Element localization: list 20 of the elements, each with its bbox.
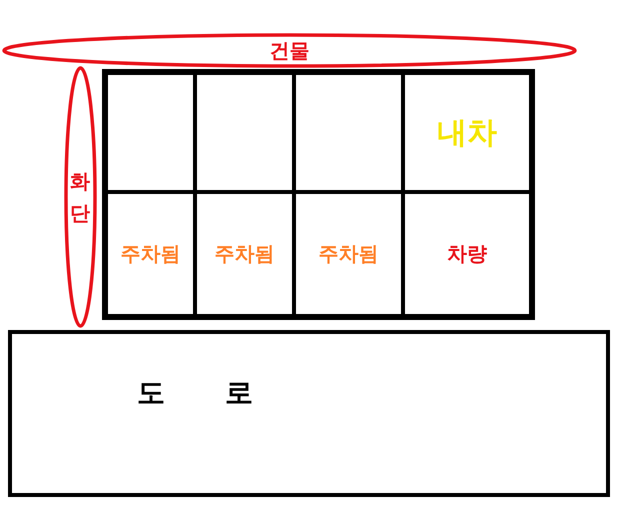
- parking-label: 주차됨: [120, 240, 180, 268]
- parking-space: [106, 192, 195, 316]
- parking-space: [195, 73, 294, 192]
- area-label: 건물: [270, 37, 310, 64]
- area-label: 화단: [70, 168, 91, 227]
- parking-space: [195, 192, 294, 316]
- parking-space: [403, 192, 531, 316]
- parking-lot: [102, 69, 535, 320]
- flowerbed-ellipse: [64, 66, 97, 328]
- parking-label: 주차됨: [214, 240, 274, 268]
- parking-label: 내차: [437, 114, 497, 152]
- parking-space: [106, 73, 195, 192]
- parking-space: [403, 73, 531, 192]
- parking-label: 차량: [447, 240, 487, 268]
- road-label: 도 로: [137, 375, 278, 411]
- parking-space: [294, 192, 403, 316]
- parking-space: [294, 73, 403, 192]
- building-ellipse: [2, 33, 577, 68]
- parking-label: 주차됨: [318, 240, 378, 268]
- road-box: [8, 330, 610, 497]
